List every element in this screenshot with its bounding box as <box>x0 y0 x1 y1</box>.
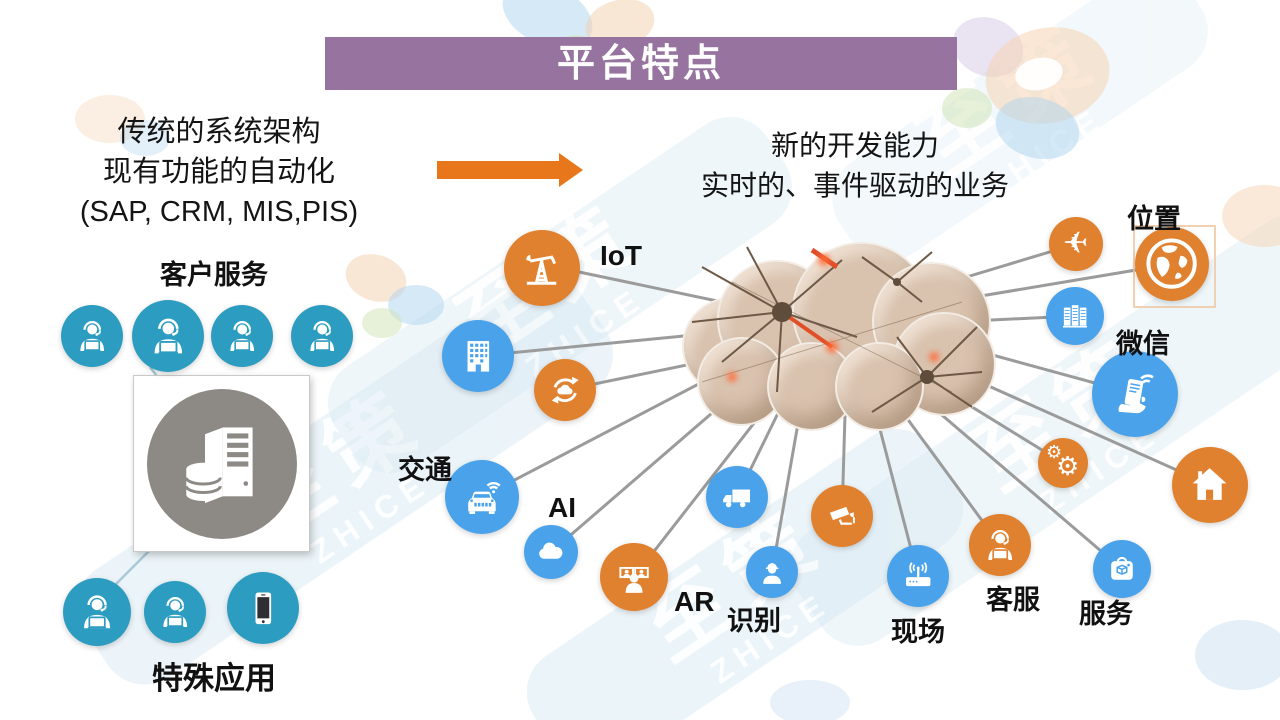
agent-node <box>61 305 123 367</box>
sync-node <box>534 359 596 421</box>
support-agent-icon <box>146 314 191 359</box>
globe-node <box>1135 227 1209 301</box>
agent-node <box>211 305 273 367</box>
logo-blob <box>120 120 170 156</box>
service-label: 服务 <box>1079 599 1133 629</box>
logo-blob <box>1195 620 1280 690</box>
connected-car-icon <box>468 482 501 515</box>
transition-arrow <box>437 161 559 179</box>
plane-icon: ✈ <box>1063 226 1089 261</box>
iot-node <box>504 230 580 306</box>
agent-node <box>132 300 204 372</box>
building-icon <box>467 340 489 372</box>
agent-node <box>144 581 206 643</box>
server-database-icon <box>184 426 253 503</box>
ar-label: AR <box>674 586 715 617</box>
traffic-node <box>445 460 519 534</box>
router-icon <box>905 562 931 586</box>
support-agent-icon <box>223 317 261 355</box>
recognition-label: 识别 <box>727 606 781 636</box>
location-label: 位置 <box>1127 204 1181 234</box>
phone-node <box>227 572 299 644</box>
smartphone-icon <box>255 592 271 624</box>
neuron-network-graphic <box>691 246 983 413</box>
recognition-node <box>746 546 798 598</box>
right-heading: 新的开发能力 实时的、事件驱动的业务 <box>638 126 1072 206</box>
phone-hand-icon <box>1118 374 1155 414</box>
neural-cloud <box>672 242 996 431</box>
left-heading-line: 传统的系统架构 <box>117 116 321 148</box>
special-apps-label: 特殊应用 <box>152 661 276 696</box>
customer-service-label: 客户服务 <box>160 260 268 290</box>
home-icon <box>1193 468 1227 501</box>
ai-label: AI <box>548 492 576 523</box>
transition-arrow-head <box>559 153 583 187</box>
gear-icon: ⚙ <box>1046 442 1063 463</box>
page-title: 平台特点 <box>325 37 957 90</box>
wechat-node <box>1092 351 1178 437</box>
worker-icon <box>763 562 781 584</box>
gear-icon: ⚙ <box>1056 452 1080 482</box>
cloud-lobe <box>835 342 924 431</box>
left-heading: 传统的系统架构 现有功能的自动化 (SAP, CRM, MIS,PIS) <box>28 112 410 232</box>
agent-node <box>63 578 131 646</box>
wechat-label: 微信 <box>1116 329 1170 359</box>
traffic-label: 交通 <box>398 455 452 485</box>
right-heading-line: 新的开发能力 <box>770 130 939 161</box>
right-heading-line: 实时的、事件驱动的业务 <box>700 170 1009 201</box>
iot-label: IoT <box>600 240 642 271</box>
support-agent-icon <box>156 593 194 631</box>
support-agent-icon <box>303 317 341 355</box>
support-label: 客服 <box>986 585 1040 615</box>
racks-node <box>1046 287 1104 345</box>
ar-node <box>600 543 668 611</box>
cctv-node <box>811 485 873 547</box>
cctv-camera-icon <box>829 506 855 525</box>
server-circle <box>146 388 297 539</box>
globe-frame <box>1133 225 1216 308</box>
logo-blob <box>362 308 402 338</box>
support-node <box>969 514 1031 576</box>
box-camera-icon <box>1111 557 1133 580</box>
support-agent-icon <box>73 317 111 355</box>
agent-node <box>291 305 353 367</box>
logo-blob <box>942 88 992 128</box>
cloud-icon <box>539 542 563 559</box>
ai-node <box>524 525 578 579</box>
gears-node: ⚙ ⚙ <box>1038 438 1088 488</box>
truck-node <box>706 466 768 528</box>
building-node <box>442 320 514 392</box>
site-node <box>887 545 949 607</box>
oil-pump-icon <box>526 255 557 286</box>
left-heading-line: (SAP, CRM, MIS,PIS) <box>79 196 359 228</box>
legacy-server-card <box>133 375 310 552</box>
left-heading-line: 现有功能的自动化 <box>102 156 335 188</box>
service-node <box>1093 540 1151 598</box>
logo-blob <box>75 95 145 143</box>
truck-icon <box>722 489 750 508</box>
logo-blob <box>770 680 850 720</box>
support-agent-icon <box>981 526 1019 564</box>
support-agent-icon <box>76 591 118 633</box>
site-label: 现场 <box>891 617 945 647</box>
plane-node: ✈ <box>1049 217 1103 271</box>
globe-icon <box>1146 238 1198 290</box>
cloud-sync-icon <box>551 376 579 404</box>
server-racks-icon <box>1063 305 1087 328</box>
home-node <box>1172 447 1248 523</box>
people-screens-icon <box>619 566 649 593</box>
